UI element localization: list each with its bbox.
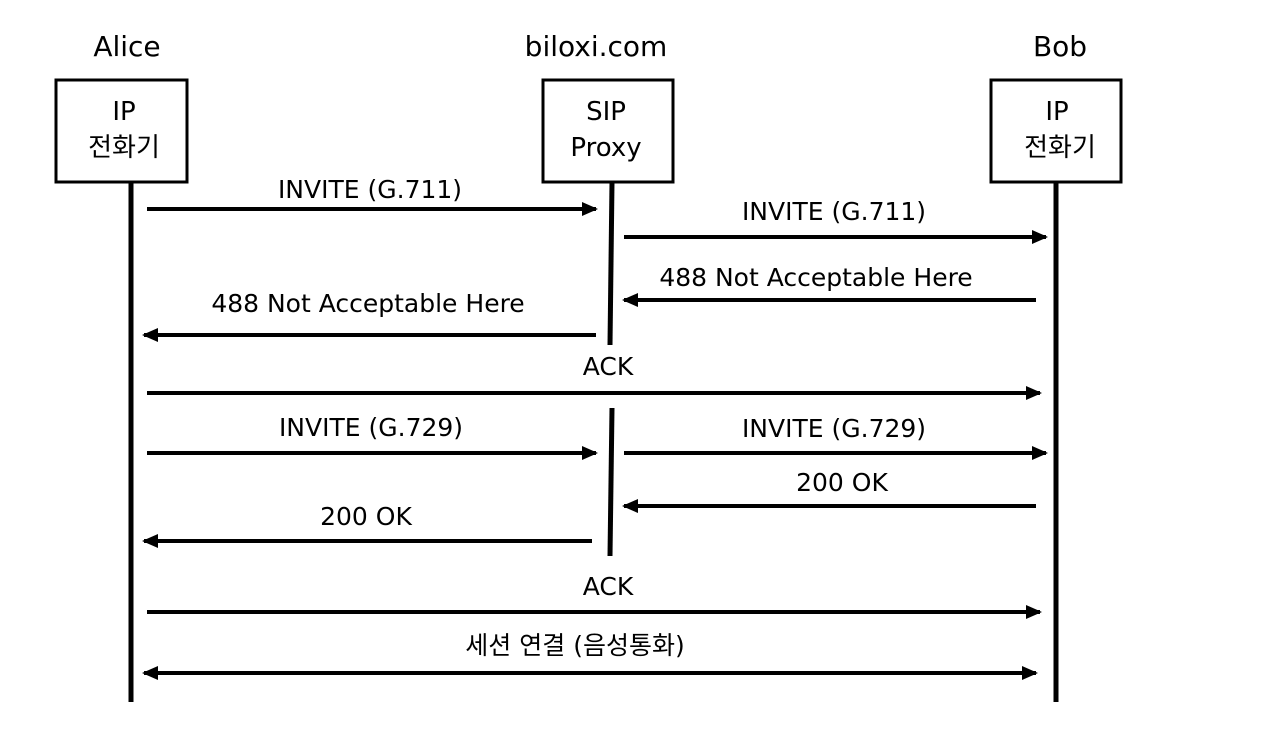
participant-box-bob (989, 78, 1123, 184)
message-label-5: ACK (583, 352, 634, 381)
participant-name-alice: Alice (93, 30, 160, 63)
participant-box-proxy-line2: Proxy (570, 133, 641, 163)
message-label-2: INVITE (G.711) (742, 197, 926, 226)
participant-box-proxy-line1: SIP (586, 97, 626, 127)
message-label-7: INVITE (G.729) (742, 414, 926, 443)
message-label-10: ACK (583, 572, 634, 601)
participant-box-bob-line1: IP (1045, 97, 1068, 127)
participant-box-bob-line2: 전화기 (1024, 133, 1096, 163)
lifeline-proxy-segment-1 (607, 181, 615, 346)
message-label-1: INVITE (G.711) (278, 175, 462, 204)
participant-box-alice-line2: 전화기 (88, 133, 160, 163)
message-label-8: 200 OK (796, 468, 888, 497)
message-label-3: 488 Not Acceptable Here (659, 263, 972, 292)
message-label-9: 200 OK (320, 502, 412, 531)
participant-name-bob: Bob (1033, 30, 1087, 63)
message-label-11: 세션 연결 (음성통화) (465, 631, 684, 660)
participant-box-alice-line1: IP (112, 97, 135, 127)
participant-box-proxy (541, 78, 675, 184)
message-label-6: INVITE (G.729) (279, 413, 463, 442)
lifeline-proxy-segment-2 (607, 407, 615, 557)
participant-name-proxy: biloxi.com (525, 30, 668, 63)
participant-box-alice (54, 78, 189, 184)
message-label-4: 488 Not Acceptable Here (211, 289, 524, 318)
